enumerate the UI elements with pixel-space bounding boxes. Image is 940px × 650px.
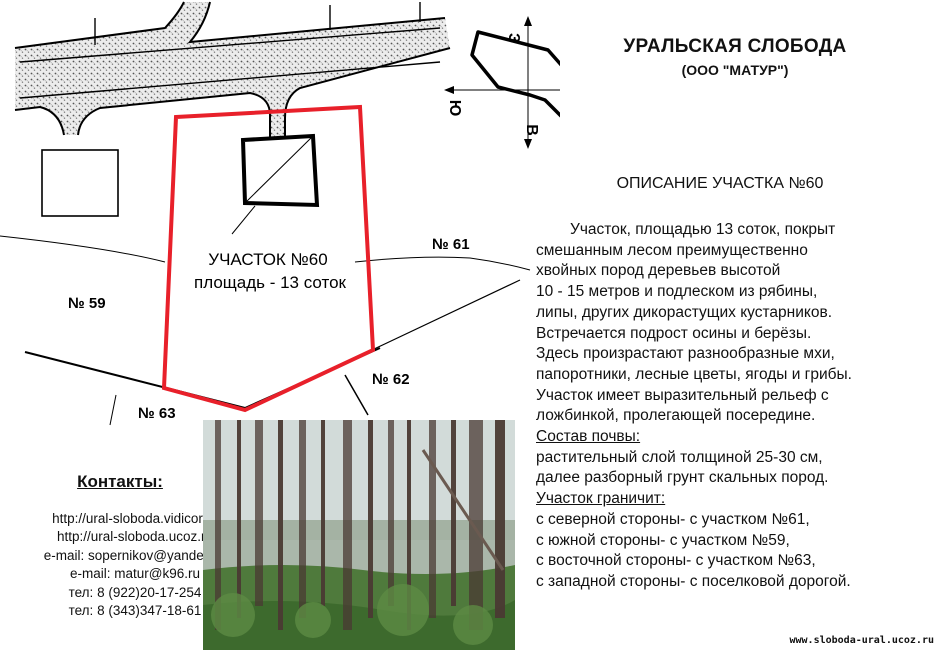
footer-site-url[interactable]: www.sloboda-ural.ucoz.ru: [789, 635, 935, 646]
contacts-heading: Контакты:: [77, 472, 163, 491]
road: [15, 2, 450, 137]
description-line: смешанным лесом преимущественно: [536, 241, 808, 259]
site-plan: УЧАСТОК №60 площадь - 13 соток № 61 № 59…: [0, 1, 560, 426]
compass: З Ю С В: [444, 16, 560, 149]
compass-label-east: В: [523, 124, 540, 136]
borders-heading: Участок граничит:: [536, 490, 666, 508]
photo-tree-trunk: [321, 420, 325, 606]
plot-label-title: УЧАСТОК №60: [208, 250, 327, 269]
description-line: Встречается подрост осины и берёзы.: [536, 324, 812, 342]
contact-email[interactable]: e-mail: matur@k96.ru: [70, 566, 200, 582]
border-line: с южной стороны- с участком №59,: [536, 531, 790, 549]
fence-line-top: [19, 27, 441, 63]
neighbor-label-61: № 61: [432, 236, 470, 253]
border-line: с западной стороны- с поселковой дорогой…: [536, 572, 851, 590]
photo-bush: [211, 593, 255, 637]
soil-heading: Состав почвы:: [536, 428, 641, 446]
soil-line: далее разборный грунт скальных пород.: [536, 469, 829, 487]
road-edge-top: [14, 1, 446, 49]
company-subtitle: (ООО "МАТУР"): [681, 62, 789, 78]
compass-label-south: Ю: [446, 100, 463, 117]
compass-plot-shape: [470, 30, 560, 118]
company-title: УРАЛЬСКАЯ СЛОБОДА: [623, 36, 847, 57]
photo-tree-trunk: [429, 420, 436, 618]
contacts-list: http://ural-sloboda.vidicor.ru http://ur…: [0, 510, 270, 620]
road-edge-bottom: [14, 47, 451, 137]
photo-tree-trunk: [255, 420, 263, 606]
photo-tree-trunk: [343, 420, 352, 630]
contact-phone: тел: 8 (343)347-18-61: [68, 603, 202, 619]
contact-link[interactable]: http://ural-sloboda.vidicor.ru: [52, 511, 218, 526]
photo-tree-trunk: [278, 420, 283, 630]
photo-bush: [377, 584, 429, 636]
photo-bush: [295, 602, 331, 638]
plot-building: [240, 133, 320, 208]
photo-tree-trunk: [495, 420, 505, 618]
neighbor-building: [41, 149, 119, 217]
boundary-61: [354, 256, 531, 271]
description-line: липы, других дикорастущих кустарников.: [536, 303, 832, 321]
border-line: с восточной стороны- с участком №63,: [536, 552, 816, 570]
description-text: Участок, площадью 13 соток, покрыт смеша…: [536, 220, 936, 593]
photo-tree-trunk: [407, 420, 411, 630]
plot-label-area: площадь - 13 соток: [194, 273, 347, 292]
description-line: Здесь произрастают разнообразные мхи,: [536, 345, 835, 363]
compass-arrow-up: [524, 16, 532, 26]
photo-leaning-trunk: [421, 449, 505, 571]
boundary-63-left: [109, 394, 117, 426]
description-line: Участок имеет выразительный рельеф с: [536, 386, 829, 404]
contact-link[interactable]: http://ural-sloboda.ucoz.ru: [56, 529, 214, 545]
photo-tree-trunk: [299, 420, 306, 618]
plot-building-diagonal: [244, 135, 314, 204]
neighbor-label-63: № 63: [138, 405, 176, 422]
photo-tree-trunk: [237, 420, 241, 618]
description-line: Участок, площадью 13 соток, покрыт: [570, 221, 836, 238]
photo-tree-trunk: [469, 420, 483, 630]
contact-email[interactable]: e-mail: sopernikov@yandex.ru: [43, 547, 227, 563]
boundary-63-right: [344, 374, 369, 416]
description-line: ложбинкой, пролегающей посередине.: [536, 407, 816, 425]
neighbor-label-62: № 62: [372, 371, 410, 388]
photo-bush: [453, 605, 493, 645]
compass-label-west: З: [505, 33, 522, 43]
compass-arrow-left: [444, 86, 454, 94]
neighbor-label-59: № 59: [68, 295, 106, 312]
description-line: папоротники, лесные цветы, ягоды и грибы…: [536, 365, 852, 383]
photo-tree-trunk: [388, 420, 394, 606]
plot-60-outline: [161, 104, 376, 413]
description-title: ОПИСАНИЕ УЧАСТКА №60: [616, 175, 824, 192]
photo-tree-trunk: [368, 420, 373, 618]
forest-photo-drawing: [203, 420, 515, 650]
compass-arrow-down: [524, 139, 532, 149]
soil-line: растительный слой толщиной 25-30 см,: [536, 448, 823, 466]
border-line: с северной стороны- с участком №61,: [536, 510, 810, 528]
contact-phone: тел: 8 (922)20-17-254: [68, 584, 202, 600]
forest-photo: [203, 420, 515, 650]
fence-line-bottom: [19, 61, 441, 99]
building-pointer: [231, 205, 256, 235]
photo-tree-trunk: [215, 420, 221, 630]
photo-tree-trunk: [451, 420, 456, 606]
boundary-59: [0, 235, 166, 263]
description-line: хвойных пород деревьев высотой: [536, 262, 781, 280]
boundary-62: [371, 279, 521, 351]
description-line: 10 - 15 метров и подлеском из рябины,: [536, 283, 818, 301]
